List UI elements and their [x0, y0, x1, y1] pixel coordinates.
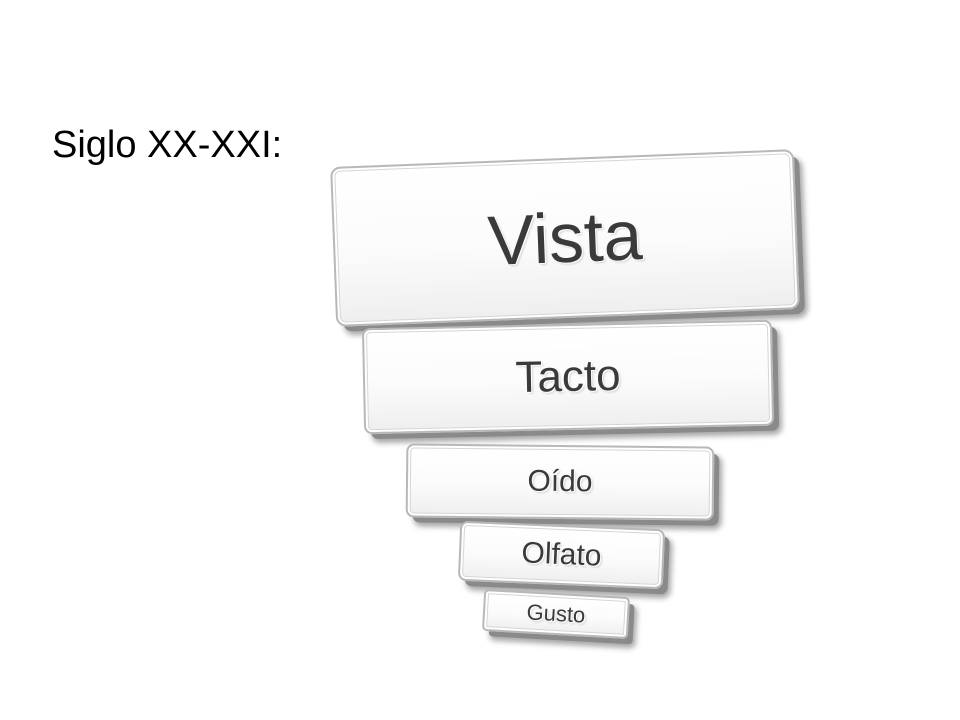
sense-label-vista: Vista — [486, 196, 644, 280]
sense-box-vista: Vista — [330, 149, 800, 327]
sense-label-olfato: Olfato — [520, 536, 603, 573]
sense-box-olfato: Olfato — [457, 520, 666, 590]
sense-label-oido: Oído — [527, 464, 593, 499]
sense-label-gusto: Gusto — [526, 599, 587, 628]
slide-heading: Siglo XX-XXI: — [52, 124, 283, 166]
sense-box-tacto: Tacto — [361, 319, 775, 435]
sense-box-oido: Oído — [405, 443, 715, 521]
sense-box-gusto: Gusto — [481, 588, 631, 640]
sense-label-tacto: Tacto — [514, 350, 622, 403]
